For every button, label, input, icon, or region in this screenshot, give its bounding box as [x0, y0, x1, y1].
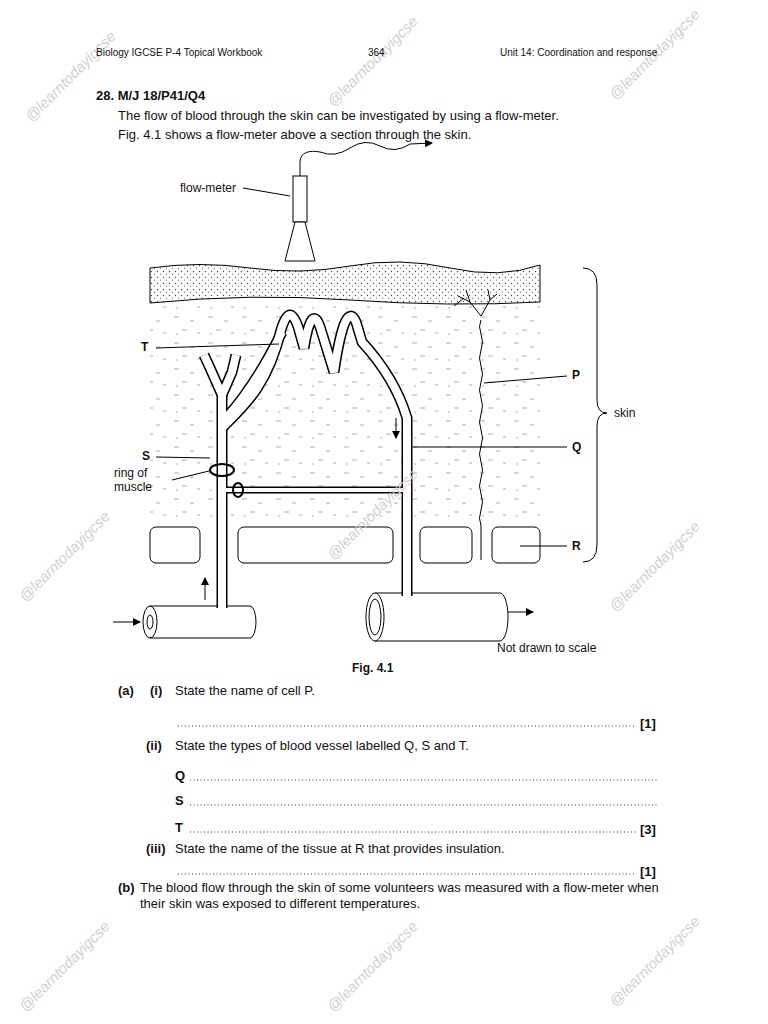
question-number: (a)	[118, 683, 134, 699]
question-heading: 28. M/J 18/P41/Q4	[96, 88, 205, 104]
question-number: (ii)	[146, 738, 162, 754]
question-number: (i)	[150, 683, 162, 699]
illustration-part	[172, 471, 209, 480]
illustration-part	[238, 527, 393, 563]
answer-label: Q	[175, 768, 185, 784]
epidermis	[150, 262, 540, 304]
illustration-part	[222, 355, 236, 395]
illustration-part	[222, 315, 407, 596]
part-label: S	[142, 449, 150, 463]
flow-meter	[285, 142, 432, 261]
illustration-part	[190, 780, 657, 781]
illustration-part	[156, 457, 210, 458]
illustration-part	[396, 418, 397, 438]
part-label: P	[572, 368, 580, 382]
illustration-part	[243, 188, 290, 196]
illustration-part	[413, 447, 567, 448]
watermark: @learntodayigcse	[324, 13, 422, 111]
illustration-part	[150, 606, 256, 638]
nerve-cell	[454, 290, 497, 560]
illustration-part	[210, 464, 234, 476]
illustration-part	[480, 320, 483, 526]
illustration-part	[205, 578, 206, 600]
watermark: @learntodayigcse	[606, 518, 704, 616]
watermark: @learntodayigcse	[16, 508, 114, 606]
running-header: Biology IGCSE P-4 Topical Workbook	[96, 47, 262, 59]
question-text: State the types of blood vessel labelled…	[175, 738, 469, 754]
artery	[143, 606, 256, 638]
part-label: R	[572, 539, 581, 553]
illustration-part	[222, 355, 236, 395]
illustration-part	[366, 593, 384, 641]
illustration-part	[481, 526, 482, 560]
illustration-part	[226, 488, 407, 492]
illustration-part	[285, 222, 315, 261]
page-number: 364	[368, 47, 385, 59]
illustration-part	[420, 527, 472, 563]
illustration-part	[492, 527, 540, 563]
illustration-part	[156, 344, 279, 348]
watermark: @learntodayigcse	[606, 913, 704, 1011]
watermark: @learntodayigcse	[324, 466, 422, 564]
answer-label: T	[175, 820, 183, 836]
question-number: (iii)	[146, 841, 166, 857]
illustration-part	[369, 599, 381, 635]
question-number: (b)	[118, 880, 135, 896]
part-label: T	[141, 340, 148, 354]
flow-arrows	[113, 418, 533, 622]
part-label: flow-meter	[180, 181, 236, 195]
illustration-part	[375, 593, 508, 641]
part-label: skin	[614, 406, 635, 420]
illustration-part	[150, 527, 200, 563]
vein	[366, 593, 508, 641]
mark-allocation: [1]	[640, 864, 656, 880]
illustration-part	[484, 376, 567, 383]
illustration-part	[520, 546, 567, 547]
illustration-part	[222, 315, 407, 596]
illustration-part	[190, 805, 657, 806]
watermark: @learntodayigcse	[16, 918, 114, 1016]
mark-allocation: [3]	[640, 822, 656, 838]
watermark: @learntodayigcse	[22, 28, 120, 126]
part-label: Q	[572, 440, 581, 454]
illustration-part	[454, 290, 497, 316]
illustration-part	[113, 622, 140, 623]
question-text: State the name of the tissue at R that p…	[175, 841, 505, 857]
question-text: The flow of blood through the skin can b…	[118, 108, 559, 124]
leader-lines	[156, 188, 567, 546]
part-label: ring of muscle	[114, 466, 170, 495]
note: Not drawn to scale	[497, 641, 596, 655]
watermark: @learntodayigcse	[324, 918, 422, 1016]
illustration-part	[190, 832, 636, 833]
question-text: Fig. 4.1 shows a flow-meter above a sect…	[118, 127, 471, 143]
figure-caption: Fig. 4.1	[352, 661, 393, 675]
mark-allocation: [1]	[640, 716, 656, 732]
illustration-part	[233, 483, 243, 497]
illustration-part	[178, 874, 636, 875]
question-text: The blood flow through the skin of some …	[140, 880, 680, 911]
answer-label: S	[175, 793, 184, 809]
illustration-part	[508, 612, 533, 613]
illustration-part	[293, 176, 307, 222]
blood-vessels	[204, 315, 407, 608]
question-text: State the name of cell P.	[175, 683, 315, 699]
bracket	[583, 268, 607, 562]
ring-of-muscle	[210, 464, 243, 497]
illustration-part	[147, 615, 153, 629]
illustration-part	[143, 606, 157, 638]
illustration-part	[300, 142, 432, 176]
running-header: Unit 14: Coordination and response	[500, 47, 657, 59]
illustration-part	[178, 726, 636, 727]
